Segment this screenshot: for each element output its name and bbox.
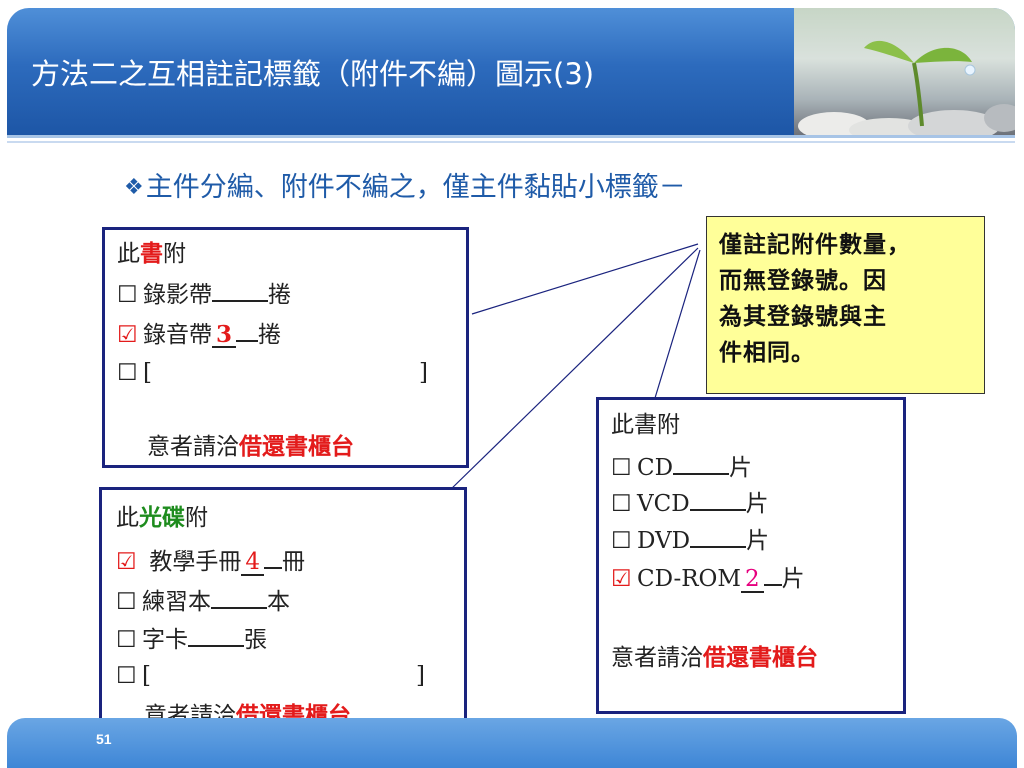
- checkbox-unchecked-icon: ☐: [116, 589, 137, 615]
- note-line: 而無登錄號。因: [719, 267, 887, 294]
- blank-line: [690, 528, 747, 548]
- blank-line: [263, 549, 282, 569]
- item-row: ☐CD 片: [611, 455, 752, 480]
- bracket-open: [: [142, 663, 151, 689]
- item-row-other: ☐[: [116, 665, 151, 688]
- item-label: 錄影帶: [143, 282, 212, 308]
- checkbox-unchecked-icon: ☐: [116, 663, 137, 689]
- checkbox-unchecked-icon: ☐: [116, 627, 137, 653]
- item-row: ☐練習本 本: [116, 589, 290, 614]
- blank-line: [689, 491, 746, 511]
- checkbox-checked-icon: ☑: [117, 322, 138, 348]
- item-unit: 本: [267, 589, 290, 615]
- bracket-open: [: [143, 360, 152, 386]
- title-emphasis: 光碟: [139, 504, 185, 531]
- blank-line: [236, 322, 259, 342]
- bracket-close: ]: [419, 360, 428, 386]
- item-unit: 片: [746, 528, 770, 554]
- blank-line: [212, 282, 268, 302]
- checkbox-unchecked-icon: ☐: [117, 282, 138, 308]
- subtitle-text: 主件分編、附件不編之，僅主件黏貼小標籤－: [145, 172, 686, 203]
- diamond-bullet-icon: ❖: [124, 175, 144, 200]
- footer-emphasis: 借還書櫃台: [239, 433, 354, 460]
- footer-emphasis: 借還書櫃台: [703, 644, 818, 671]
- item-unit: 冊: [281, 549, 305, 575]
- title-suffix: 附: [185, 505, 208, 531]
- item-row: ☐VCD 片: [611, 491, 769, 516]
- box-title: 此書附: [611, 412, 680, 438]
- header-rule: [7, 135, 1015, 138]
- blank-line: [188, 627, 244, 647]
- annotation-note: 僅註記附件數量， 而無登錄號。因 為其登錄號與主 件相同。: [706, 216, 985, 394]
- box-footer: 意者請洽借還書櫃台: [147, 435, 354, 459]
- box-title: 此光碟附: [116, 506, 208, 530]
- item-label: DVD: [637, 528, 691, 554]
- item-unit: 片: [781, 566, 805, 592]
- item-label: 教學手冊: [149, 549, 242, 575]
- item-unit: 捲: [258, 322, 282, 348]
- title-banner: 方法二之互相註記標籤（附件不編）圖示(3): [7, 8, 1015, 135]
- item-row-other: ☐[: [117, 362, 152, 385]
- blank-line: [763, 566, 782, 586]
- sprout-photo: [794, 8, 1015, 135]
- item-count: 4: [241, 551, 264, 576]
- item-label: CD: [637, 455, 674, 481]
- checkbox-checked-icon: ☑: [611, 566, 632, 592]
- note-line: 為其登錄號與主: [719, 303, 887, 330]
- note-line: 僅註記附件數量，: [719, 231, 911, 258]
- connector-line-cd: [654, 249, 701, 399]
- checkbox-unchecked-icon: ☐: [611, 528, 632, 554]
- item-count: 3: [212, 323, 237, 348]
- item-unit: 片: [729, 455, 753, 481]
- checkbox-unchecked-icon: ☐: [611, 455, 632, 481]
- title-prefix: 此: [117, 241, 140, 267]
- header-rule-secondary: [7, 141, 1015, 143]
- blank-line: [211, 589, 267, 609]
- note-line: 件相同。: [719, 339, 815, 366]
- footer-prefix: 意者請洽: [147, 434, 239, 460]
- item-label: VCD: [637, 491, 690, 517]
- item-row: ☐DVD 片: [611, 528, 769, 553]
- footer-bar: [7, 718, 1017, 768]
- checkbox-unchecked-icon: ☐: [117, 360, 138, 386]
- item-unit: 片: [745, 491, 769, 517]
- item-label: 錄音帶: [143, 322, 212, 348]
- slide-title: 方法二之互相註記標籤（附件不編）圖示(3): [31, 57, 595, 91]
- checkbox-checked-icon: ☑: [116, 549, 137, 575]
- item-unit: 捲: [268, 282, 291, 308]
- checkbox-unchecked-icon: ☐: [611, 491, 632, 517]
- item-row: ☐字卡 張: [116, 627, 267, 652]
- item-count: 2: [740, 568, 764, 593]
- title-prefix: 此: [116, 505, 139, 531]
- item-label: 字卡: [142, 627, 188, 653]
- title-suffix: 附: [163, 241, 186, 267]
- footer-prefix: 意者請洽: [611, 645, 703, 671]
- box-title: 此書附: [117, 242, 186, 266]
- subtitle: ❖主件分編、附件不編之，僅主件黏貼小標籤－: [124, 165, 686, 204]
- bracket-close: ]: [416, 663, 425, 689]
- item-row: ☐錄影帶 捲: [117, 282, 291, 307]
- title-emphasis: 書: [140, 240, 163, 267]
- connector-line-book: [471, 243, 699, 315]
- page-number: 51: [96, 731, 112, 747]
- blank-line: [673, 455, 730, 475]
- box-footer: 意者請洽借還書櫃台: [611, 646, 818, 670]
- item-label: CD-ROM: [637, 566, 741, 592]
- item-unit: 張: [244, 627, 267, 653]
- item-label: 練習本: [142, 589, 211, 615]
